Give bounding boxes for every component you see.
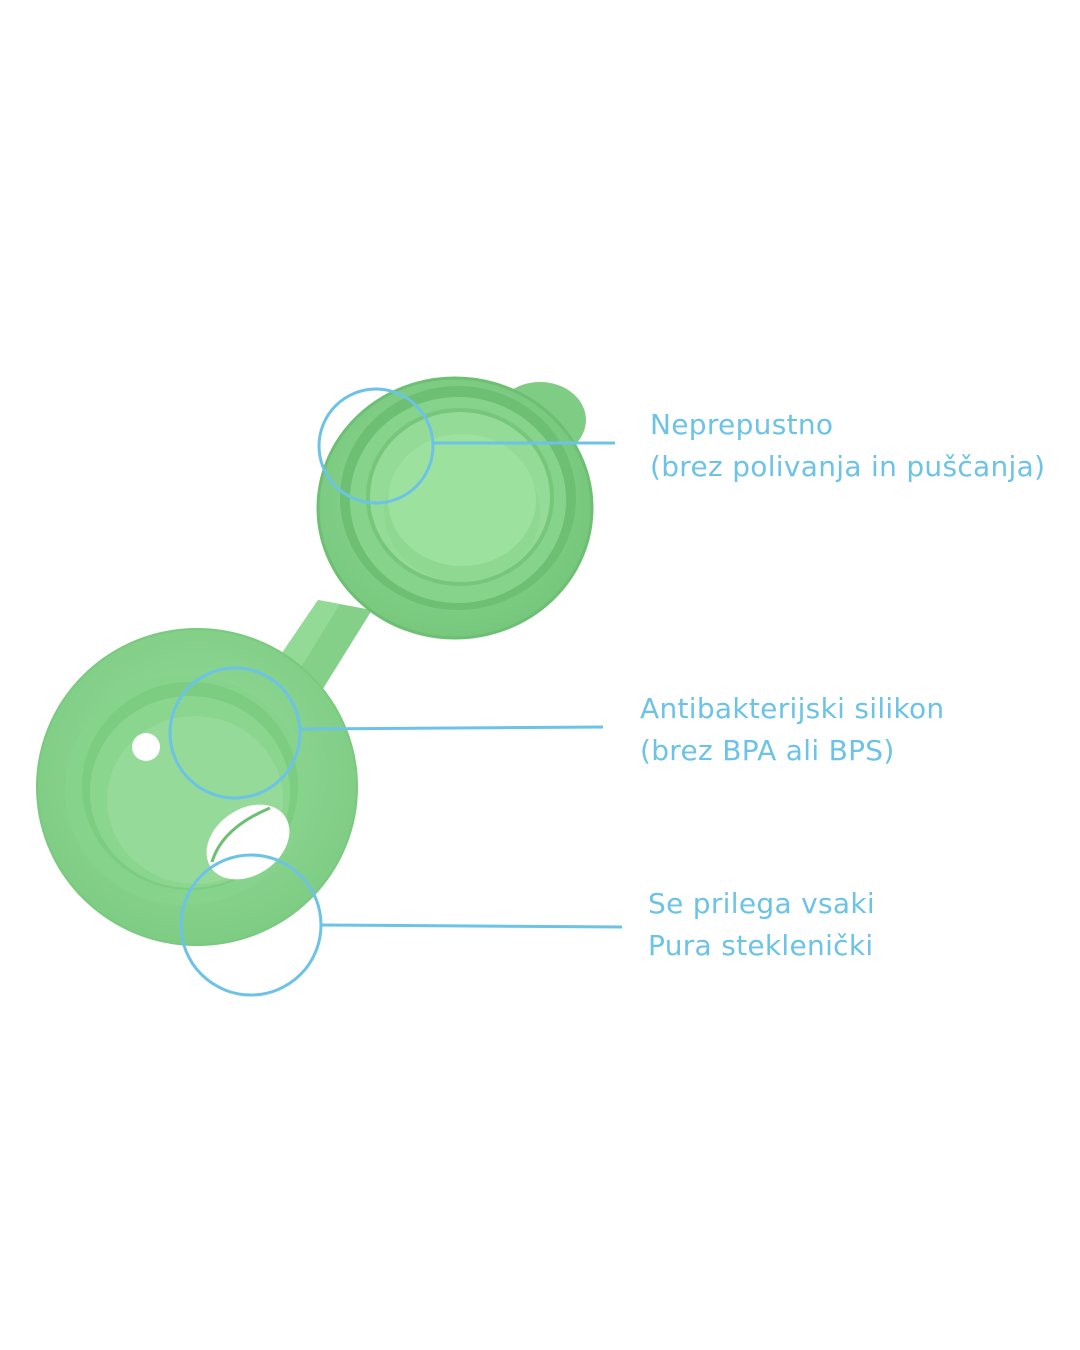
callout-fits-bottle: Se prilega vsaki Pura steklenički — [648, 883, 875, 967]
callout-line-3 — [320, 923, 623, 929]
callout-circle-1 — [317, 387, 435, 505]
callout-1-line2: (brez polivanja in puščanja) — [650, 450, 1046, 483]
callout-2-line1: Antibakterijski silikon — [640, 692, 945, 725]
callout-markers — [168, 387, 623, 997]
callout-1-line1: Neprepustno — [650, 408, 834, 441]
callout-circle-2 — [168, 666, 302, 800]
callout-antibacterial: Antibakterijski silikon (brez BPA ali BP… — [640, 688, 944, 772]
air-hole — [132, 733, 160, 761]
callout-3-line1: Se prilega vsaki — [648, 887, 875, 920]
callout-2-line2: (brez BPA ali BPS) — [640, 734, 895, 767]
callout-line-2 — [299, 725, 604, 731]
drink-hole — [206, 804, 290, 880]
callout-leakproof: Neprepustno (brez polivanja in puščanja) — [650, 404, 1045, 488]
top-plug-cap — [316, 376, 594, 640]
callout-3-line2: Pura steklenički — [648, 929, 874, 962]
